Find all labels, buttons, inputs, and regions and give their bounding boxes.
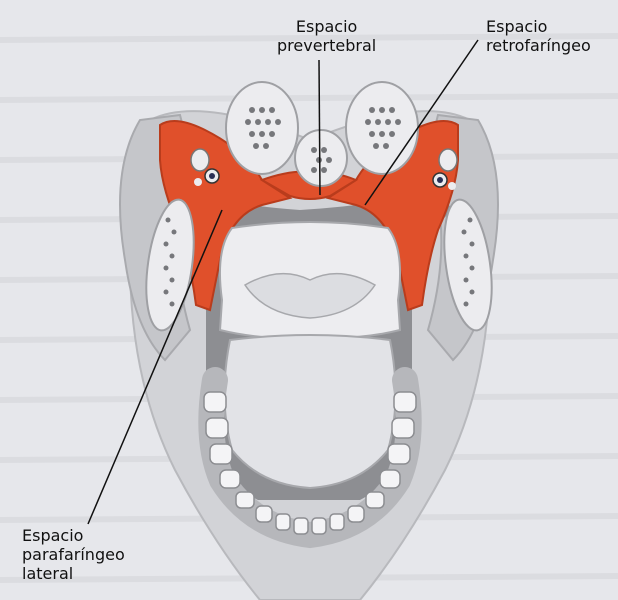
label-espacio-retrofaringeo: Espacio retrofaríngeo [486,17,591,55]
label-espacio-parafaringeo-lateral: Espacio parafaríngeo lateral [22,526,125,583]
label-line: retrofaríngeo [486,36,591,55]
label-line: parafaríngeo [22,545,125,564]
tongue [224,335,395,488]
vertebra-right [346,82,418,174]
label-espacio-prevertebral: Espacio prevertebral [277,17,376,55]
label-line: prevertebral [277,36,376,55]
label-line: Espacio [22,526,125,545]
vertebra-left [226,82,298,174]
label-line: Espacio [277,17,376,36]
label-line: lateral [22,564,125,583]
leader-prevertebral [319,60,320,195]
label-line: Espacio [486,17,591,36]
